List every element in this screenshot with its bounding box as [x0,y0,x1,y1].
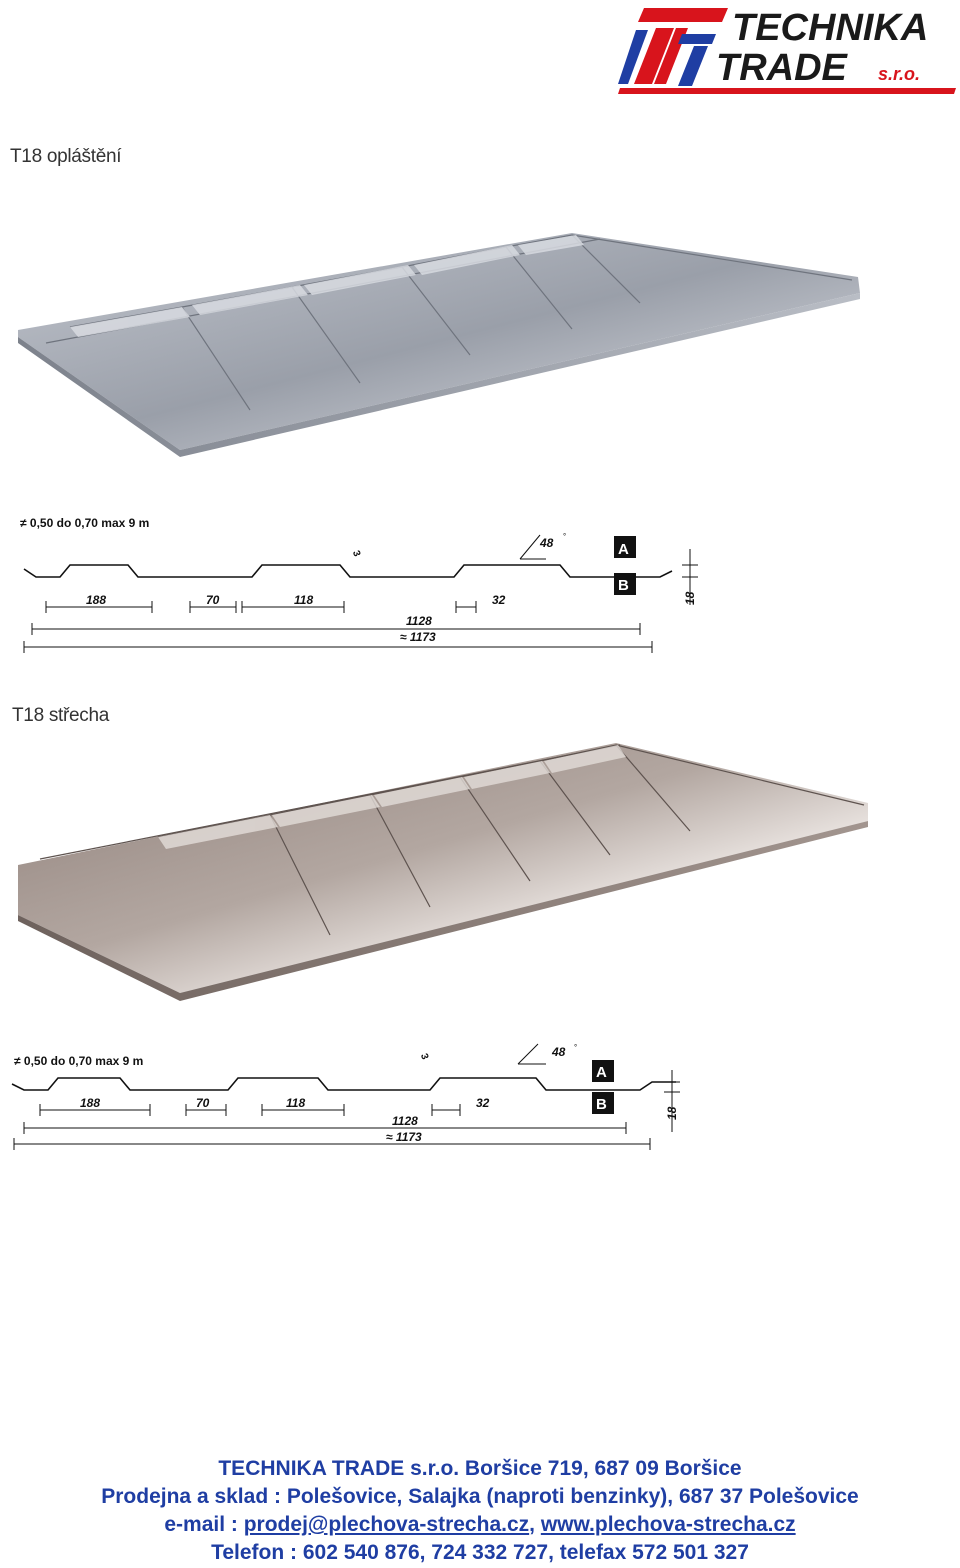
separator: , [529,1513,535,1536]
dim-1173: ≈ 1173 [400,630,436,644]
logo-suffix: s.r.o. [878,64,920,84]
dim-118: 118 [286,1096,305,1110]
dim-188: 188 [80,1096,100,1110]
company-logo: TECHNIKA TRADE s.r.o. [616,0,960,100]
dim-32: 32 [476,1096,490,1110]
radius-label: 3 [350,549,362,558]
radius-label: 3 [418,1052,430,1061]
section-title-strecha: T18 střecha [12,705,110,726]
footer-phone: Telefon : 602 540 876, 724 332 727, tele… [211,1541,749,1564]
dim-188: 188 [86,593,106,607]
dim-118: 118 [294,593,313,607]
footer-address: TECHNIKA TRADE s.r.o. Boršice 719, 687 0… [218,1457,742,1480]
angle-label: 48 [539,536,554,550]
logo-emblem: TECHNIKA TRADE s.r.o. [618,7,956,94]
sheet-render-oplasteni [18,233,860,457]
footer-contact-line: e-mail : prodej@plechova-strecha.cz, www… [0,1511,960,1539]
side-b-label: B [596,1096,607,1113]
height-label: 18 [665,1106,679,1120]
contact-footer: TECHNIKA TRADE s.r.o. Boršice 719, 687 0… [0,1455,960,1567]
dim-70: 70 [206,593,220,607]
profile-drawing-strecha: ≠ 0,50 do 0,70 max 9 m 48 ° 3 A B 18 188… [11,1043,680,1150]
footer-store: Prodejna a sklad : Polešovice, Salajka (… [101,1485,859,1508]
spec-label: ≠ 0,50 do 0,70 max 9 m [14,1054,143,1068]
angle-label: 48 [551,1045,566,1059]
side-b-label: B [618,577,629,594]
website-link[interactable]: www.plechova-strecha.cz [540,1513,796,1536]
dim-1128: 1128 [392,1114,418,1128]
svg-text:°: ° [574,1043,577,1052]
side-a-label: A [618,541,629,558]
height-label: 18 [683,591,697,605]
dim-70: 70 [196,1096,210,1110]
dim-32: 32 [492,593,506,607]
side-a-label: A [596,1064,607,1081]
sheet-render-strecha [18,743,868,1001]
svg-text:°: ° [563,532,566,541]
logo-word-1: TECHNIKA [732,7,928,49]
dim-1173: ≈ 1173 [386,1130,422,1144]
dim-1128: 1128 [406,614,432,628]
section-title-oplasteni: T18 opláštění [10,146,122,167]
logo-word-2: TRADE [716,47,849,89]
profile-drawing-oplasteni: ≠ 0,50 do 0,70 max 9 m 48 ° 3 A B 18 188… [20,516,698,653]
spec-label: ≠ 0,50 do 0,70 max 9 m [20,516,149,530]
email-label: e-mail : [164,1513,238,1536]
email-link[interactable]: prodej@plechova-strecha.cz [243,1513,530,1536]
